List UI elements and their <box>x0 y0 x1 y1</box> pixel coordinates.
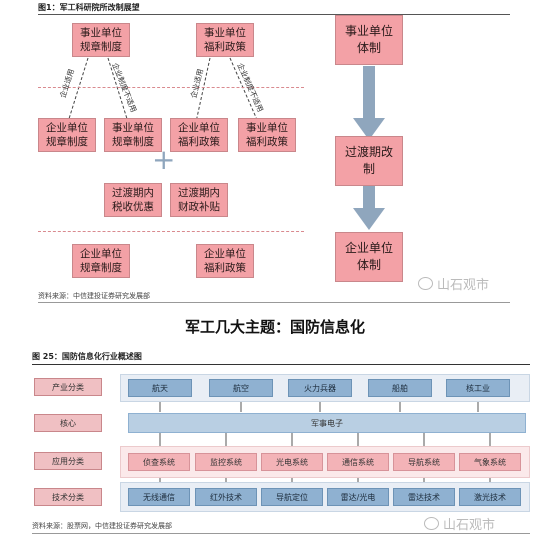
application-optoelectronic: 光电系统 <box>261 453 323 471</box>
figure1-top-rule <box>38 14 510 15</box>
application-meteorology: 气象系统 <box>459 453 521 471</box>
box-public-institution-system: 事业单位 体制 <box>335 15 403 65</box>
row-label-core: 核心 <box>34 414 102 432</box>
figure25-top-rule <box>32 364 530 365</box>
tech-laser: 激光技术 <box>459 488 521 506</box>
row-label-application: 应用分类 <box>34 452 102 470</box>
plus-icon: + <box>152 143 176 176</box>
box-public-regulations: 事业单位 规章制度 <box>104 118 162 152</box>
tech-radar-optical: 雷达/光电 <box>327 488 389 506</box>
figure25-title: 图 25：国防信息化行业概述图 <box>32 352 142 361</box>
tech-infrared: 红外技术 <box>195 488 257 506</box>
box-enterprise-welfare: 企业单位 福利政策 <box>170 118 228 152</box>
figure1-bottom-rule <box>38 302 510 303</box>
section-heading: 军工几大主题：国防信息化 <box>184 318 365 336</box>
arrow-down-2 <box>353 184 385 230</box>
row-label-technology: 技术分类 <box>34 488 102 506</box>
box-transition-reform: 过渡期改 制 <box>335 136 403 186</box>
box-transition-subsidy: 过渡期内 财政补贴 <box>170 183 228 217</box>
box-bottom-enterprise-regulations: 企业单位 规章制度 <box>72 244 130 278</box>
industry-shipbuilding: 船舶 <box>368 379 432 397</box>
figure25-source: 资料来源：股票网，中信建投证券研究发展部 <box>32 522 172 530</box>
tech-positioning: 导航定位 <box>261 488 323 506</box>
industry-aviation: 航空 <box>209 379 273 397</box>
arrow-down-1 <box>353 66 385 140</box>
dashed-divider-1 <box>38 87 304 88</box>
box-bottom-enterprise-welfare: 企业单位 福利政策 <box>196 244 254 278</box>
watermark-top: 山石观市 <box>418 274 489 293</box>
core-military-electronics: 军事电子 <box>128 413 526 433</box>
tech-wireless: 无线通信 <box>128 488 190 506</box>
box-top-public-regulations: 事业单位 规章制度 <box>72 23 130 57</box>
application-communication: 通信系统 <box>327 453 389 471</box>
figure25-bottom-rule <box>32 533 530 534</box>
wechat-icon <box>424 517 439 530</box>
watermark-bottom: 山石观市 <box>424 514 495 533</box>
box-enterprise-system: 企业单位 体制 <box>335 232 403 282</box>
tech-radar: 雷达技术 <box>393 488 455 506</box>
figure1-connectors <box>67 57 385 230</box>
box-top-public-welfare: 事业单位 福利政策 <box>196 23 254 57</box>
industry-nuclear: 核工业 <box>446 379 510 397</box>
wechat-icon <box>418 277 433 290</box>
dashed-divider-2 <box>38 231 304 232</box>
box-transition-tax: 过渡期内 税收优惠 <box>104 183 162 217</box>
industry-aerospace: 航天 <box>128 379 192 397</box>
application-reconnaissance: 侦查系统 <box>128 453 190 471</box>
industry-weapons: 火力兵器 <box>288 379 352 397</box>
application-navigation: 导航系统 <box>393 453 455 471</box>
application-monitoring: 监控系统 <box>195 453 257 471</box>
box-public-welfare: 事业单位 福利政策 <box>238 118 296 152</box>
box-enterprise-regulations: 企业单位 规章制度 <box>38 118 96 152</box>
figure1-title: 图1：军工科研院所改制展望 <box>38 3 140 12</box>
figure1-source: 资料来源：中信建投证券研究发展部 <box>38 292 150 300</box>
row-label-industry: 产业分类 <box>34 378 102 396</box>
